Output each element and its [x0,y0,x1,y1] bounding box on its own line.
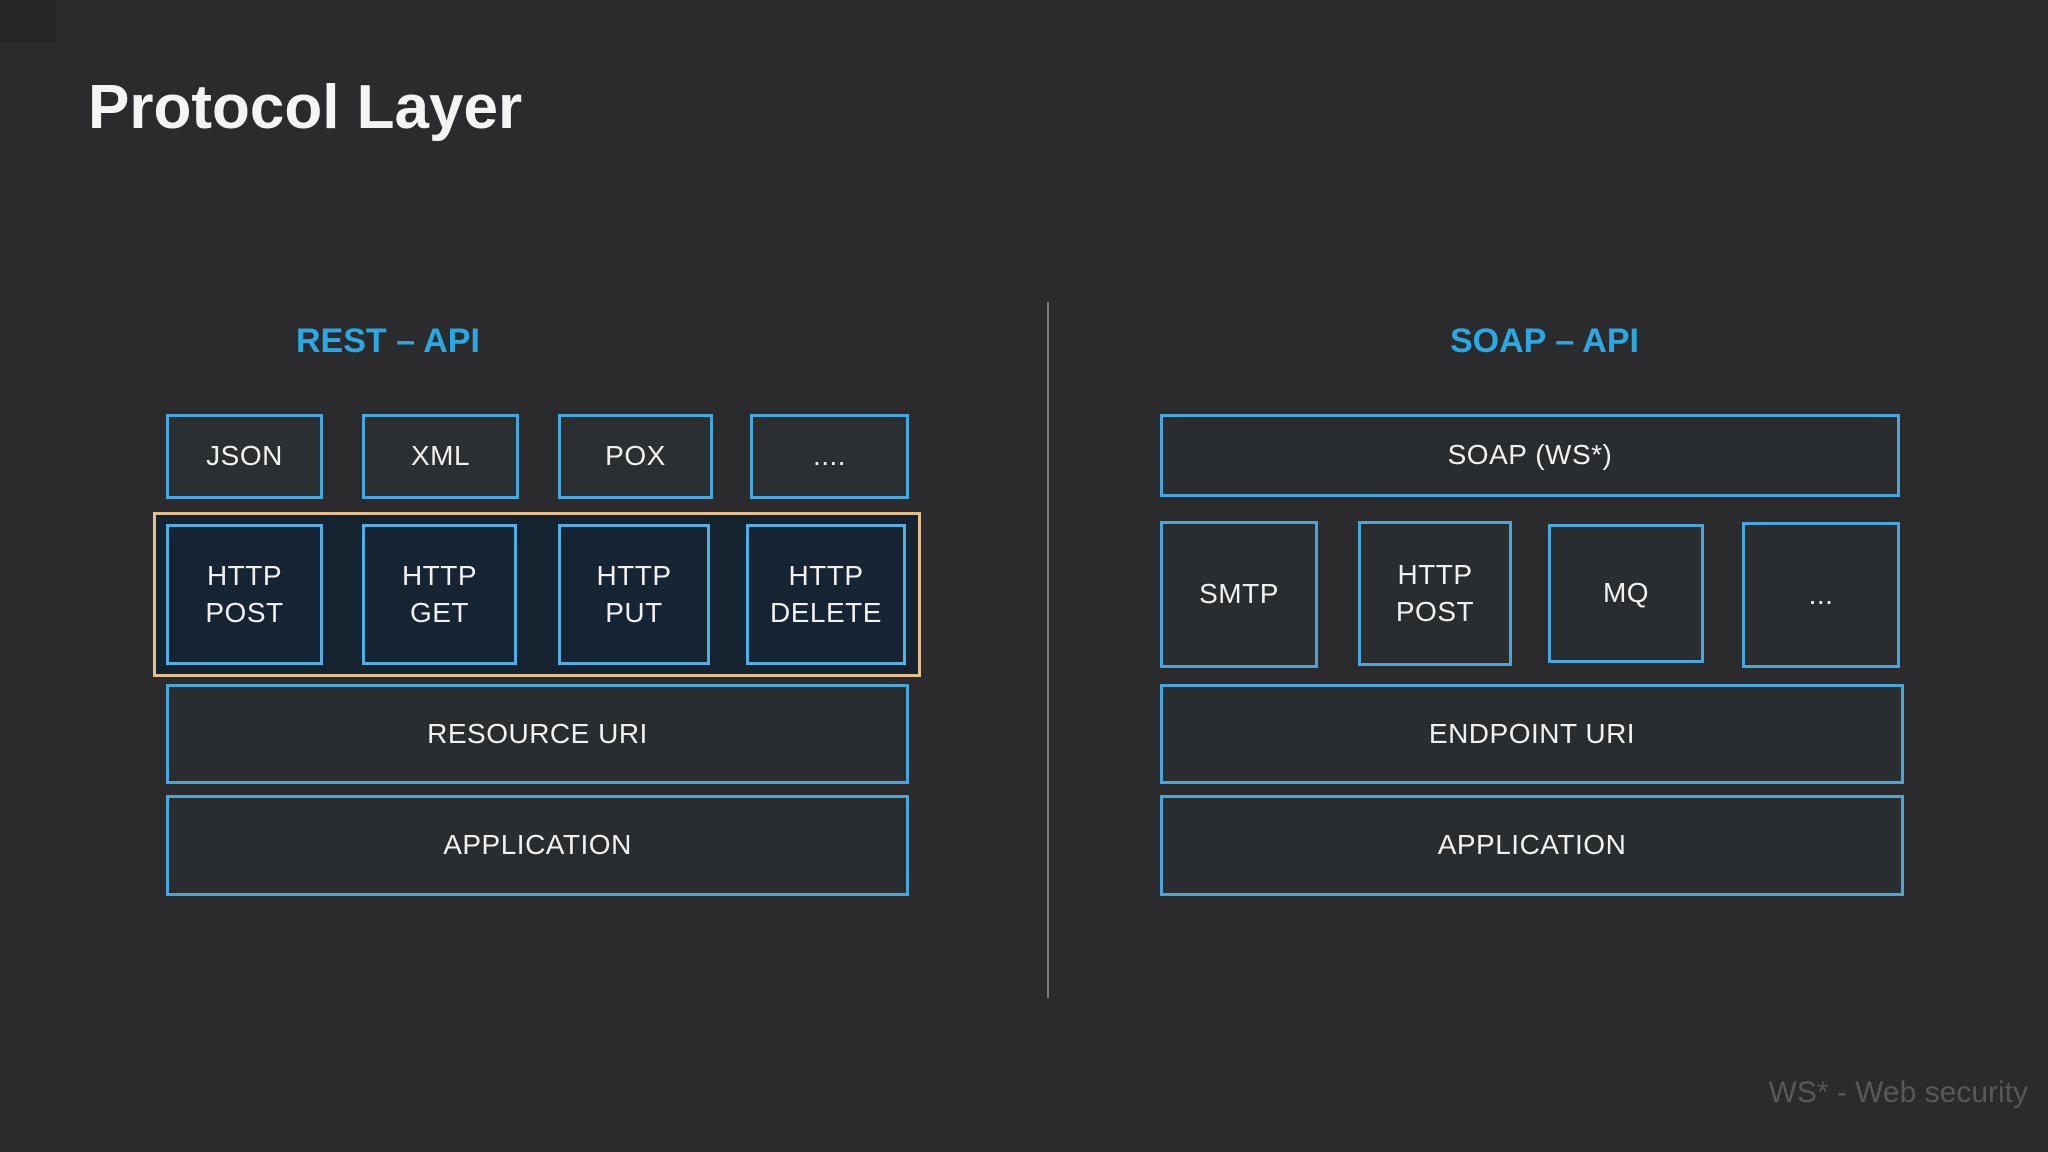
column-divider-line [1047,302,1049,998]
corner-patch [0,0,56,42]
endpoint-uri-box: ENDPOINT URI [1160,684,1904,784]
http-delete-box: HTTP DELETE [746,524,906,665]
soap-transport-http-post-box: HTTP POST [1358,521,1512,666]
slide-title: Protocol Layer [88,73,523,142]
soap-transport-smtp-box: SMTP [1160,521,1318,668]
rest-format-xml-box: XML [362,414,519,499]
soap-transport-mq-box: MQ [1548,524,1704,663]
resource-uri-box: RESOURCE URI [166,684,909,784]
rest-format-pox-box: POX [558,414,713,499]
http-get-box: HTTP GET [362,524,517,665]
rest-format-more-box: .... [750,414,909,499]
soap-transport-more-box: ... [1742,522,1900,668]
http-put-box: HTTP PUT [558,524,710,665]
rest-api-header: REST – API [296,322,480,360]
soap-api-header: SOAP – API [1450,322,1639,360]
http-post-box: HTTP POST [166,524,323,665]
soap-application-box: APPLICATION [1160,795,1904,896]
rest-format-json-box: JSON [166,414,323,499]
ws-footnote: WS* - Web security [1768,1076,2029,1109]
rest-application-box: APPLICATION [166,795,909,896]
soap-ws-box: SOAP (WS*) [1160,414,1900,497]
